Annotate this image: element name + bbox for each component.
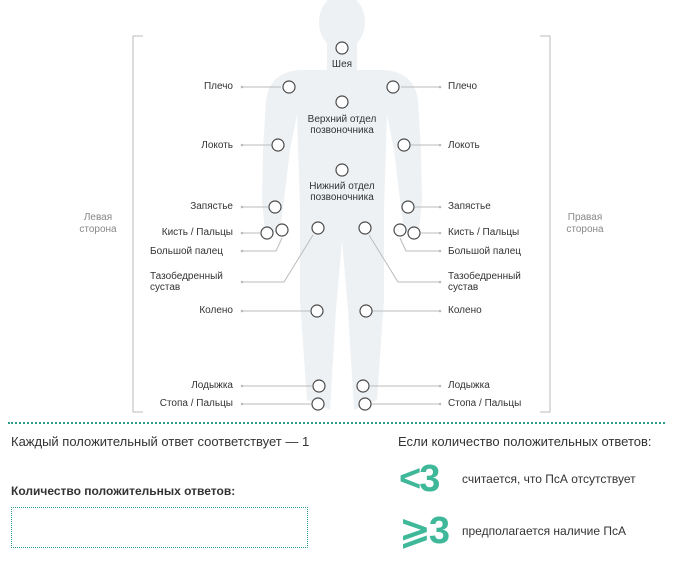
label-right-hand-fingers: Кисть / Пальцы [448, 227, 520, 238]
joint-left-knee[interactable] [310, 304, 324, 318]
label-left-ankle: Лодыжка [191, 380, 233, 391]
joint-right-wrist[interactable] [401, 200, 415, 214]
joint-left-elbow[interactable] [271, 138, 285, 152]
label-left-knee: Колено [199, 305, 233, 316]
less-than-three-symbol: <3 [399, 458, 440, 500]
separator-line [8, 422, 665, 424]
label-left-elbow: Локоть [201, 140, 233, 151]
label-left-shoulder: Плечо [203, 81, 233, 92]
leader-lines [242, 86, 440, 405]
joint-lower-spine[interactable] [335, 163, 349, 177]
less-than-three-text: считается, что ПсА отсутствует [462, 472, 636, 486]
joint-left-hip[interactable] [311, 221, 325, 235]
joint-left-wrist[interactable] [268, 200, 282, 214]
label-neck: Шея [331, 59, 353, 70]
count-label: Количество положительных ответов: [11, 484, 236, 498]
joint-upper-spine[interactable] [335, 95, 349, 109]
label-right-wrist: Запястье [448, 201, 491, 212]
label-right-ankle: Лодыжка [448, 380, 490, 391]
label-left-wrist: Запястье [190, 201, 233, 212]
joint-left-shoulder[interactable] [282, 80, 296, 94]
joint-right-thumb[interactable] [393, 223, 407, 237]
gte-three-symbol: ⩾3 [399, 510, 450, 552]
joint-left-foot-toes[interactable] [311, 397, 325, 411]
side-label-left: Левая сторона [79, 212, 117, 235]
gte-three-text: предполагается наличие ПсА [462, 524, 627, 538]
joint-right-elbow[interactable] [397, 138, 411, 152]
body-silhouette [262, 0, 422, 410]
label-lower-spine: Нижний отдел позвоночника [309, 181, 375, 203]
joint-right-knee[interactable] [359, 304, 373, 318]
label-upper-spine: Верхний отдел позвоночника [307, 114, 377, 136]
joint-right-hip[interactable] [358, 221, 372, 235]
joint-right-shoulder[interactable] [386, 80, 400, 94]
if-count-text: Если количество положительных ответов: [398, 434, 652, 449]
label-right-elbow: Локоть [448, 140, 480, 151]
label-left-hand-fingers: Кисть / Пальцы [161, 227, 233, 238]
joint-left-thumb[interactable] [275, 223, 289, 237]
joint-right-foot-toes[interactable] [358, 397, 372, 411]
joint-left-hand-fingers[interactable] [260, 226, 274, 240]
each-positive-text: Каждый положительный ответ соответствует… [11, 434, 310, 449]
label-left-foot-toes: Стопа / Пальцы [159, 398, 233, 409]
count-input-box[interactable] [11, 507, 308, 548]
joint-neck[interactable] [335, 41, 349, 55]
joint-right-ankle[interactable] [356, 379, 370, 393]
label-right-knee: Колено [448, 305, 482, 316]
side-brackets [132, 35, 551, 413]
side-label-right: Правая сторона [566, 212, 604, 235]
leader-line-ends [240, 85, 442, 406]
label-right-thumb: Большой палец [448, 246, 521, 257]
joint-left-ankle[interactable] [312, 379, 326, 393]
label-right-shoulder: Плечо [448, 81, 478, 92]
label-left-hip: Тазобедренный сустав [150, 271, 223, 293]
label-right-foot-toes: Стопа / Пальцы [448, 398, 522, 409]
label-left-thumb: Большой палец [150, 246, 223, 257]
joint-right-hand-fingers[interactable] [407, 226, 421, 240]
label-right-hip: Тазобедренный сустав [448, 271, 521, 293]
